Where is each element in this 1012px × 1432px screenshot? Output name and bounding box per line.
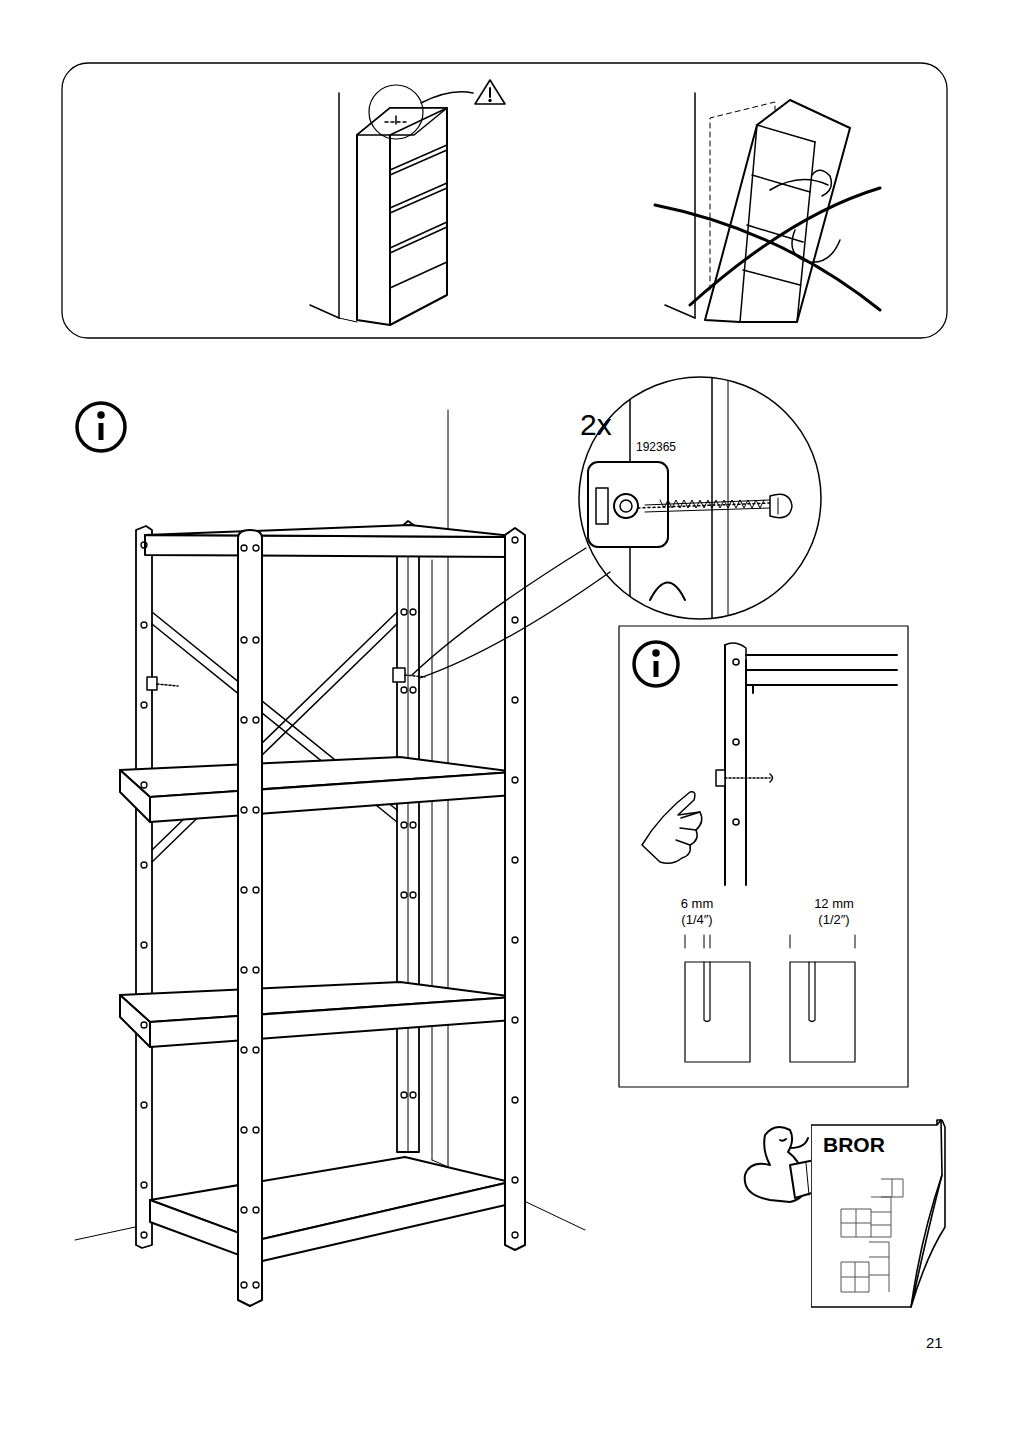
- post-hole: [512, 1097, 518, 1103]
- post-hole: [401, 892, 407, 898]
- post-hole: [241, 967, 247, 973]
- post-hole: [410, 687, 416, 693]
- post-hole: [241, 1207, 247, 1213]
- booklet-title: BROR: [823, 1133, 885, 1157]
- callout-detail: [412, 370, 821, 678]
- dimension: (1/2″): [818, 913, 849, 928]
- post-hole: [253, 1127, 259, 1133]
- post-hole: [141, 542, 147, 548]
- post-hole: [512, 537, 518, 543]
- post-hole: [410, 822, 416, 828]
- warning-panel: [62, 63, 947, 338]
- post-hole: [141, 702, 147, 708]
- post-hole: [410, 609, 416, 615]
- post-hole: [512, 1232, 518, 1238]
- page-number: 21: [926, 1334, 943, 1351]
- post-hole: [253, 545, 259, 551]
- post-hole: [241, 545, 247, 551]
- manual-booklet: BROR: [811, 1117, 946, 1309]
- post-hole: [512, 937, 518, 943]
- post-hole: [241, 1127, 247, 1133]
- post-hole: [241, 887, 247, 893]
- part-number: 192365: [636, 441, 676, 455]
- post-hole: [241, 1047, 247, 1053]
- post-hole: [241, 637, 247, 643]
- post-hole: [401, 822, 407, 828]
- dimension: (1/4″): [681, 913, 712, 928]
- post-hole: [410, 1092, 416, 1098]
- shelf-back-post: [136, 521, 419, 1248]
- post-hole: [401, 687, 407, 693]
- post-hole: [253, 1047, 259, 1053]
- shelf-front-post: [238, 528, 525, 1306]
- quantity: 2x: [580, 408, 612, 443]
- post-hole: [141, 1232, 147, 1238]
- wall-bracket: [147, 668, 425, 690]
- post-hole: [410, 892, 416, 898]
- post-hole: [141, 942, 147, 948]
- post-hole: [512, 617, 518, 623]
- post-hole: [141, 1102, 147, 1108]
- post-hole: [241, 807, 247, 813]
- tipping-bookcase: [655, 93, 880, 322]
- post-hole: [253, 637, 259, 643]
- post-hole: [253, 1207, 259, 1213]
- cross-brace: [152, 612, 397, 862]
- dimension: 12 mm: [814, 897, 854, 912]
- info-detail-panel: [619, 626, 908, 1087]
- post-hole: [512, 697, 518, 703]
- post-hole: [141, 1022, 147, 1028]
- post-hole: [141, 1182, 147, 1188]
- post-hole: [241, 1282, 247, 1288]
- post-hole: [253, 967, 259, 973]
- post-hole: [512, 1177, 518, 1183]
- post-hole: [512, 1017, 518, 1023]
- post-hole: [512, 857, 518, 863]
- post-hole: [401, 1092, 407, 1098]
- info-icon: [77, 403, 125, 451]
- anchored-bookcase: [310, 80, 505, 325]
- shelf: [120, 525, 522, 1262]
- post-hole: [141, 782, 147, 788]
- post-hole: [141, 622, 147, 628]
- post-hole: [241, 717, 247, 723]
- post-hole: [141, 862, 147, 868]
- post-hole: [401, 609, 407, 615]
- post-hole: [512, 777, 518, 783]
- post-hole: [253, 1282, 259, 1288]
- post-hole: [253, 887, 259, 893]
- dimension: 6 mm: [681, 897, 714, 912]
- post-hole: [253, 807, 259, 813]
- post-hole: [253, 717, 259, 723]
